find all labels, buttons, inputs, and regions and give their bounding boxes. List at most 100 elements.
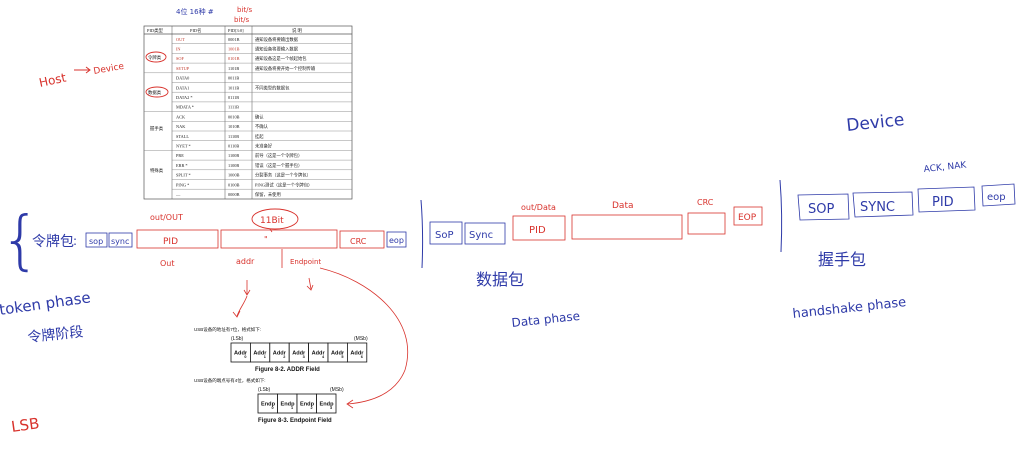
token-sync-box xyxy=(108,232,133,248)
pid-table-header-code: PID[3:0] xyxy=(228,28,244,33)
token-sync: sync xyxy=(111,237,129,246)
host-label: Host xyxy=(38,70,68,89)
pid-row-desc: 前导（这是一个令牌包） xyxy=(255,152,302,159)
addr-cell-sub: 5 xyxy=(341,355,343,359)
lsb-note: LSB xyxy=(10,414,40,436)
pid-row-name: ERR * xyxy=(176,163,188,168)
handshake-packet: Device ACK, NAK SOP SYNC PID eop 握手包 han… xyxy=(792,110,1016,322)
addr-cell-label: Addr xyxy=(331,350,345,356)
pid-row-desc: 分裂事务（这是一个令牌包） xyxy=(255,172,311,179)
data-pid-note: out/Data xyxy=(521,203,556,212)
divider-left xyxy=(420,199,424,269)
hs-sync-box xyxy=(852,191,914,218)
data-sop: SoP xyxy=(435,230,454,241)
token-sop-box xyxy=(85,232,108,248)
pid-row-code: 1100B xyxy=(228,163,239,168)
pid-row-code: 0111B xyxy=(228,95,239,100)
hs-pid: PID xyxy=(932,195,954,210)
pid-row-desc: PING测试（这是一个令牌包） xyxy=(255,181,312,188)
pid-group-special: 特殊类 xyxy=(150,167,164,174)
pid-row-name: DATA2 * xyxy=(176,95,192,100)
addr-cell-sub: 1 xyxy=(264,355,266,359)
pid-row-desc: 通知设备将要输入数据 xyxy=(255,46,299,53)
pid-row-code: 0011B xyxy=(228,76,239,81)
pid-row-desc: 错误（这是一个握手包） xyxy=(255,162,302,169)
addr-cell-sub: 3 xyxy=(303,355,305,359)
pid-row-code: 1011B xyxy=(228,85,239,90)
pid-row-desc: 通知设备将要开始一个控制传输 xyxy=(255,65,316,72)
device-label-left: Device xyxy=(93,62,126,77)
pid-row-code: 0101B xyxy=(228,56,240,61)
token-addr-ep-mark: " xyxy=(264,235,268,244)
pid-row-name: STALL xyxy=(176,134,189,139)
pid-row-name: PING * xyxy=(176,182,189,187)
hs-eop: eop xyxy=(987,192,1006,203)
ack-nak-note: ACK, NAK xyxy=(923,160,968,175)
pid-row-code: 1010B xyxy=(228,124,240,129)
pid-row-code: 0100B xyxy=(228,182,240,187)
pid-row-desc: 不同类型的数据包 xyxy=(255,84,290,91)
token-crc: CRC xyxy=(350,237,367,246)
pid-table-header-name: PID名 xyxy=(190,27,201,34)
divider-right xyxy=(779,179,783,253)
addr-cell-label: Addr xyxy=(253,350,267,356)
addr-cell-sub: 0 xyxy=(244,355,246,359)
data-packet: out/Data Data CRC SoP Sync PID EOP 数据包 D… xyxy=(429,198,763,330)
addr-cell-label: Addr xyxy=(234,350,248,356)
data-eop-box xyxy=(733,206,763,226)
addr-cell-label: Addr xyxy=(292,350,306,356)
token-under-addr: addr xyxy=(236,257,255,266)
pid-row-code: 0110B xyxy=(228,144,239,149)
pid-row-name: NAK xyxy=(176,124,186,129)
pid-row-desc: 通知设备这是一个帧起始包 xyxy=(255,55,307,62)
addr-msb: (MSb) xyxy=(354,336,368,342)
addr-figure-caption: Figure 8-2. ADDR Field xyxy=(255,367,320,373)
pid-table-header-type: PID类型 xyxy=(147,27,163,34)
token-packet-label: 令牌包 xyxy=(32,233,74,250)
top-note-bits-2: bit/s xyxy=(234,16,249,24)
data-sync: Sync xyxy=(469,230,493,241)
endp-cell-sub: 0 xyxy=(272,406,274,410)
top-note-pid-bits: 4位 16种 # xyxy=(176,7,214,16)
data-sop-box xyxy=(429,221,463,245)
pid-row-code: 1101B xyxy=(228,66,239,71)
pid-row-name: SETUP xyxy=(176,66,190,71)
pid-row-code: 1111B xyxy=(228,105,239,110)
pid-table-header-desc: 说 明 xyxy=(292,27,302,34)
token-phase-en: token phase xyxy=(0,288,92,319)
endpoint-field-figure: USB设备的端点号有4位，格式如下: (LSb) (MSb) Endp0Endp… xyxy=(194,377,344,424)
addr-cell xyxy=(346,342,368,363)
pid-row-code: 0001B xyxy=(228,37,240,42)
token-pid-note: out/OUT xyxy=(150,213,183,222)
hs-sync: SYNC xyxy=(860,200,895,215)
token-brace: { xyxy=(0,204,41,278)
endp-lsb: (LSb) xyxy=(258,387,271,393)
token-eop: eop xyxy=(389,236,404,245)
data-data-box xyxy=(571,214,683,240)
pid-row-code: 1000B xyxy=(228,173,240,178)
endp-figure-intro: USB设备的端点号有4位，格式如下: xyxy=(194,377,266,384)
pid-row-name: DATA0 xyxy=(176,76,189,81)
top-note-bits-1: bit/s xyxy=(237,6,252,14)
pid-row-code: 1001B xyxy=(228,47,240,52)
token-packet: { 令牌包 : sop sync PID " CRC eop out/OUT 1… xyxy=(0,204,408,409)
token-bit-oval xyxy=(251,208,299,230)
addr-cell-sub: 4 xyxy=(322,355,325,359)
pid-group-handshake: 握手类 xyxy=(150,125,164,132)
data-crc-note: CRC xyxy=(697,198,714,207)
hs-eop-box xyxy=(981,183,1016,207)
pid-row-name: PRE xyxy=(176,153,184,158)
pid-row-code: 1100B xyxy=(228,153,239,158)
endp-cell-label: Endp xyxy=(300,401,315,407)
host-device-note: Host Device xyxy=(38,62,126,90)
pid-row-name: OUT xyxy=(176,37,185,42)
addr-lsb: (LSb) xyxy=(231,336,244,342)
data-sync-box xyxy=(464,222,506,245)
token-pid-box xyxy=(136,229,219,249)
device-label-right: Device xyxy=(845,110,905,136)
endp-cell-sub: 1 xyxy=(291,406,293,410)
